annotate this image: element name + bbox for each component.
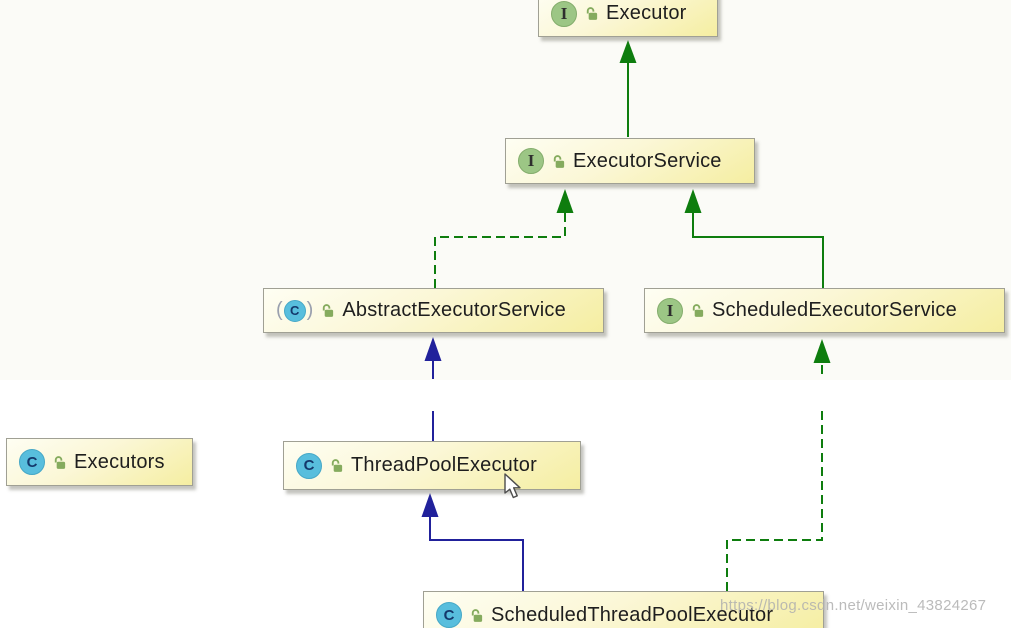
node-label: ScheduledExecutorService bbox=[712, 299, 957, 321]
abstract-class-icon: C bbox=[276, 299, 313, 322]
node-executor[interactable]: I Executor bbox=[538, 0, 718, 37]
open-lock-icon bbox=[584, 6, 599, 21]
interface-icon: I bbox=[518, 148, 544, 174]
open-lock-icon bbox=[329, 458, 344, 473]
node-label: AbstractExecutorService bbox=[342, 299, 566, 321]
mouse-cursor bbox=[504, 473, 521, 499]
node-abstract-executor-service[interactable]: C AbstractExecutorService bbox=[263, 288, 604, 333]
interface-icon: I bbox=[551, 0, 577, 27]
node-label: ExecutorService bbox=[573, 149, 722, 172]
class-icon: C bbox=[19, 449, 45, 475]
interface-icon: I bbox=[657, 297, 683, 324]
open-lock-icon bbox=[690, 303, 705, 318]
node-executor-service[interactable]: I ExecutorService bbox=[505, 138, 755, 184]
open-lock-icon bbox=[551, 154, 566, 169]
open-lock-icon bbox=[52, 455, 67, 470]
node-executors[interactable]: C Executors bbox=[6, 438, 193, 486]
edge-scheduledthreadpoolexecutor-extends-threadpoolexecutor bbox=[421, 493, 524, 591]
node-scheduled-thread-pool-executor[interactable]: C ScheduledThreadPoolExecutor bbox=[423, 591, 824, 628]
node-label: ThreadPoolExecutor bbox=[351, 454, 537, 476]
watermark: https://blog.csdn.net/weixin_43824267 bbox=[720, 597, 987, 614]
node-label: Executors bbox=[74, 450, 165, 473]
class-icon: C bbox=[436, 602, 462, 628]
open-lock-icon bbox=[320, 303, 335, 318]
node-label: ScheduledThreadPoolExecutor bbox=[491, 603, 774, 626]
node-thread-pool-executor[interactable]: C ThreadPoolExecutor bbox=[283, 441, 581, 490]
open-lock-icon bbox=[469, 608, 484, 623]
node-scheduled-executor-service[interactable]: I ScheduledExecutorService bbox=[644, 288, 1005, 333]
class-icon: C bbox=[296, 452, 322, 479]
node-label: Executor bbox=[606, 2, 687, 24]
